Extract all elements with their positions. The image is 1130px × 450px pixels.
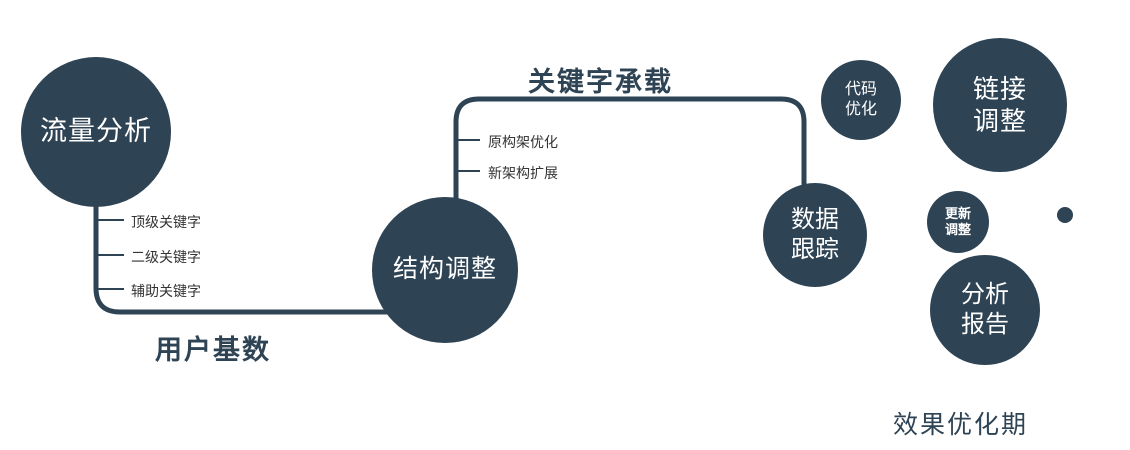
node-data-tracking-line1: 数据 [791,206,839,233]
node-structure-adjustment-label: 结构调整 [392,255,497,284]
tick-label-new-architecture: 新架构扩展 [488,165,558,181]
node-update-adjustment-line1: 更新 [944,205,971,221]
edge-label-effect-period: 效果优化期 [893,411,1029,439]
tick-label-auxiliary-keyword: 辅助关键字 [131,283,201,299]
node-code-optimization-line2: 优化 [844,101,877,118]
edge-label-keyword-carry: 关键字承载 [528,67,673,97]
node-code-optimization: 代码 优化 [821,60,901,140]
node-link-adjustment-line1: 链接 [972,73,1027,104]
tick-label-top-keyword: 顶级关键字 [131,214,201,230]
node-traffic-analysis-label: 流量分析 [40,116,152,147]
node-analysis-report-line1: 分析 [961,281,1009,308]
node-structure-adjustment: 结构调整 [372,197,518,343]
node-update-adjustment-line2: 调整 [944,222,971,237]
tick-label-original-architecture: 原构架优化 [488,134,558,150]
edge-label-user-base: 用户基数 [155,335,271,365]
node-code-optimization-line1: 代码 [844,81,877,98]
node-analysis-report: 分析 报告 [930,255,1040,365]
node-data-tracking: 数据 跟踪 [763,183,867,287]
node-analysis-report-line2: 报告 [961,311,1009,338]
node-update-adjustment: 更新 调整 [927,191,989,253]
path-structure-to-tracking [453,96,807,203]
node-small-dot [1057,207,1073,223]
node-link-adjustment: 链接 调整 [933,38,1067,172]
node-traffic-analysis: 流量分析 [21,57,171,207]
node-data-tracking-line2: 跟踪 [791,236,839,263]
node-link-adjustment-line2: 调整 [972,106,1027,136]
tick-label-secondary-keyword: 二级关键字 [131,249,201,265]
